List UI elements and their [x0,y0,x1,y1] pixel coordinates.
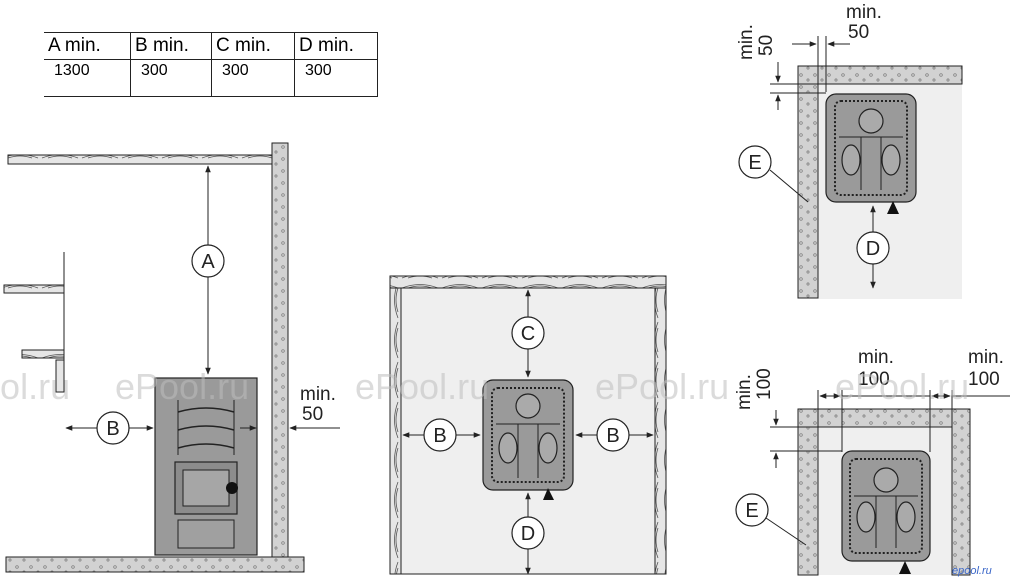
label-100-bottom-v: 100 [754,368,775,400]
label-e-top-circle [738,145,772,179]
floor [5,556,305,573]
clearance-table-header-row: A min. B min. C min. D min. [44,32,378,60]
label-b-side: B [106,418,119,440]
value-d: 300 [294,59,378,97]
bench-top [3,284,65,294]
label-e-bottom: E [745,500,758,522]
label-a-circle [191,244,225,278]
header-b: B min. [130,32,212,60]
watermark-2: ePool.ru [115,366,249,407]
corner-top-wall-h [797,65,963,85]
side-view: A B min. 50 [3,142,340,573]
label-50-top-v: 50 [756,35,777,56]
heater-stones [177,407,235,449]
label-d-plan: D [521,523,535,545]
label-50-side: 50 [302,404,323,425]
label-100-bottom-h1: 100 [858,369,890,390]
watermark-1: ePool.ru [0,366,70,407]
label-min-top-v: min. [736,24,757,60]
label-a: A [201,251,215,273]
corner-bottom-heater [841,450,931,574]
watermarks: ePool.ru ePool.ru ePool.ru ePool.ru ePoo… [0,366,969,407]
corner-view-bottom: min. 100 min. 100 min. 100 E [734,347,1010,576]
label-100-bottom-h2: 100 [968,369,1000,390]
label-b-right: B [606,425,619,447]
plan-left-wall [389,287,402,575]
corner-bottom-wall-h [797,408,971,428]
label-min-bottom-v: min. [734,374,755,410]
label-min-bottom-h1: min. [858,347,894,368]
label-50-top-h: 50 [848,22,869,43]
label-min-top-h: min. [846,2,882,23]
watermark-3: ePool.ru [355,366,489,407]
bench-leg [55,359,65,393]
plan-top-wall [389,275,667,289]
label-e-top-leader [769,169,809,203]
header-d: D min. [294,32,378,60]
heater-knob [226,482,238,494]
label-b-side-circle [96,411,130,445]
corner-bottom-wall-left [797,408,819,576]
label-b-left: B [433,425,446,447]
label-min-bottom-h2: min. [968,347,1004,368]
label-d-plan-circle [511,516,545,550]
value-b: 300 [130,59,212,97]
heater-ashpan [177,519,235,549]
label-b-left-circle [423,418,457,452]
corner-top-heater [825,93,917,214]
plan-view: C D B B [389,275,667,575]
watermark-4: ePool.ru [595,366,729,407]
corner-view-top: min. 50 min. 50 E D [736,2,963,299]
label-min-side: min. [300,384,336,405]
label-b-right-circle [596,418,630,452]
bench-low [21,349,65,359]
plan-heater [482,379,574,500]
clearance-table-value-row: 1300 300 300 300 [44,59,378,97]
label-c-circle [511,316,545,350]
label-e-top: E [748,152,761,174]
label-e-bottom-circle [735,493,769,527]
header-a: A min. [44,32,131,60]
value-c: 300 [211,59,295,97]
label-e-bottom-leader [765,517,807,546]
ceiling-boards [7,154,273,165]
plan-right-wall [654,287,667,575]
corner-bottom-wall-right [951,408,971,576]
header-c: C min. [211,32,295,60]
label-c: C [521,323,535,345]
watermark-5: ePool.ru [835,366,969,407]
label-d-top: D [866,238,880,260]
value-a: 1300 [44,59,131,97]
label-d-top-circle [856,231,890,265]
epool-logo: epool.ru [952,565,992,577]
corner-top-wall-v [797,65,819,299]
clearance-table: A min. B min. C min. D min. 1300 300 300… [44,32,378,97]
right-wall [271,142,289,559]
